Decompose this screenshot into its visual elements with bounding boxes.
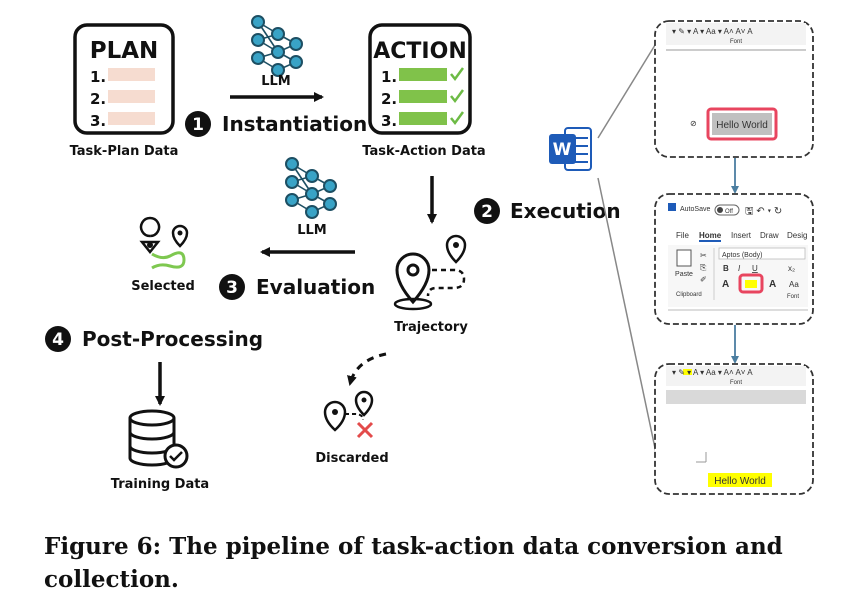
selected-path-icon [139,216,189,270]
hello-world-text-top: Hello World [716,120,768,131]
task-action-label: Task-Action Data [362,144,485,159]
step-3-label: Evaluation [256,275,375,299]
tab-draw[interactable]: Draw [760,231,779,240]
tab-home[interactable]: Home [699,231,722,240]
step-2-label: Execution [510,199,621,223]
step-4-number: 4 [52,330,64,350]
font-color-icon[interactable]: A [769,279,776,290]
text-effects-icon[interactable]: A [722,279,729,290]
check-icon [450,89,465,104]
action-title: ACTION [373,39,466,64]
zoom-line [597,177,664,487]
llm-network-icon [285,157,337,219]
change-case-button[interactable]: Aa [789,280,799,289]
highlight-frame [706,107,778,141]
action-bar-1 [399,68,447,81]
check-icon [169,451,183,462]
step-2-badge [474,198,500,224]
svg-text:⊘: ⊘ [690,119,697,128]
underline-button[interactable]: U [752,264,758,273]
screenshot-middle: AutoSave Off 🖫 ↶ ▾ ↻ File Home Insert Dr… [654,193,814,325]
zoom-line [597,31,664,139]
step-4-label: Post-Processing [82,327,263,351]
discarded-label: Discarded [315,451,388,466]
plan-item-1: 1. [90,68,106,86]
autosave-toggle-state: Off [725,209,733,215]
font-group-label-middle: Font [787,294,799,300]
trajectory-icon [393,234,467,311]
font-group-label-top: Font [730,39,742,45]
plan-bar-2 [108,90,155,103]
screenshot-top: ▾ ✎ ▾ A ▾ Aa ▾ A˄ A˅ A Font ⊘ Hello Worl… [654,20,814,158]
llm-label-top: LLM [261,74,291,89]
close-icon [356,421,374,439]
font-name-value: Aptos (Body) [722,252,762,259]
trajectory-label: Trajectory [394,320,468,335]
discarded-icon [323,390,374,439]
llm-label-middle: LLM [297,223,327,238]
paste-icon[interactable] [676,249,692,267]
plan-card: PLAN 1. 2. 3. [73,23,175,135]
discard-arrow [347,352,387,386]
step-3-badge [219,274,245,300]
highlighter-icon[interactable] [745,280,757,288]
plan-bar-1 [108,68,155,81]
font-group-label-bottom: Font [730,380,742,386]
plan-item-3: 3. [90,112,106,130]
italic-button[interactable]: I [738,264,741,273]
check-icon [450,111,465,126]
screenshot-bottom: ▾ ✎ ▾ A ▾ Aa ▾ A˄ A˅ A Font Hello World [654,363,814,495]
database-icon [128,409,189,469]
step-3-number: 3 [226,278,238,298]
plan-title: PLAN [90,38,159,64]
svg-text:▾ ✎ ▾ A ▾ Aa ▾ A˄ A˅ A: ▾ ✎ ▾ A ▾ Aa ▾ A˄ A˅ A [672,27,753,36]
svg-text:▾ ✎ ▾ A ▾ Aa ▾ A˄ A˅ A: ▾ ✎ ▾ A ▾ Aa ▾ A˄ A˅ A [672,368,753,377]
plan-item-2: 2. [90,90,106,108]
plan-bar-3 [108,112,155,125]
copy-icon[interactable]: ⎘ [700,263,707,272]
tab-design[interactable]: Desig [787,231,807,240]
word-app-icon: W [549,127,592,171]
action-bar-3 [399,112,447,125]
figure-caption: Figure 6: The pipeline of task-action da… [44,533,783,593]
autosave-label: AutoSave [680,206,710,213]
subscript-button[interactable]: x₂ [788,264,795,273]
svg-text:🖫 ↶ ▾ ↻: 🖫 ↶ ▾ ↻ [745,206,782,217]
action-card: ACTION 1. 2. 3. [368,23,472,135]
action-item-2: 2. [381,90,397,108]
font-name-field[interactable] [718,247,806,260]
highlight-button-frame[interactable] [738,273,764,294]
step-2-number: 2 [481,202,493,222]
action-bar-2 [399,90,447,103]
hello-world-text-bottom: Hello World [714,476,766,487]
step-1-number: 1 [192,115,204,135]
task-plan-label: Task-Plan Data [70,144,179,159]
selected-text-background [712,113,772,135]
action-item-3: 3. [381,112,397,130]
step-4-badge [45,326,71,352]
format-painter-icon[interactable]: ✐ [700,275,707,284]
step-1-badge [185,111,211,137]
llm-network-icon [251,15,303,77]
clipboard-label: Clipboard [676,292,702,298]
word-icon-letter: W [553,140,572,160]
selected-label: Selected [131,279,195,294]
bold-button[interactable]: B [723,264,729,273]
action-item-1: 1. [381,68,397,86]
step-1-label: Instantiation [222,112,367,136]
check-icon [450,67,465,82]
cut-icon[interactable]: ✂ [700,251,707,260]
highlighted-text-background [708,473,772,487]
training-data-label: Training Data [111,477,209,492]
tab-insert[interactable]: Insert [731,231,752,240]
tab-file[interactable]: File [676,231,689,240]
paste-label[interactable]: Paste [675,271,693,278]
